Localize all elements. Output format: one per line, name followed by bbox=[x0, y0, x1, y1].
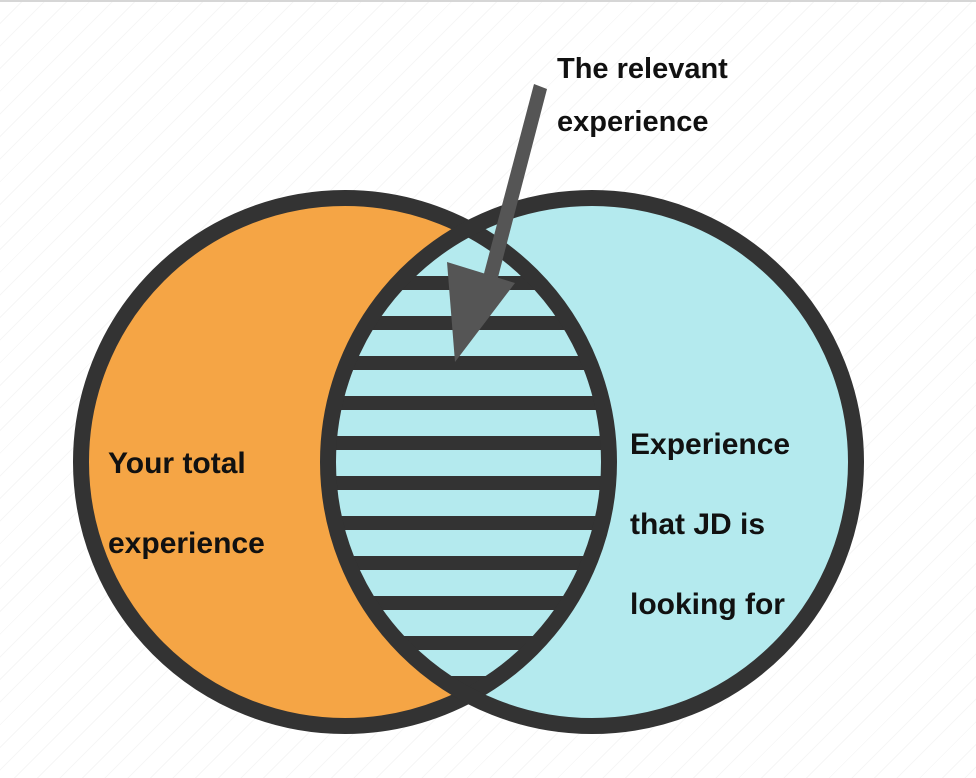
intersection-stripe bbox=[328, 556, 609, 570]
right-label-line2: that JD is bbox=[630, 508, 766, 541]
left-label-line2: experience bbox=[108, 527, 265, 560]
total-experience-label: Your total experience bbox=[108, 404, 265, 604]
right-circle-outline bbox=[320, 190, 864, 734]
arrow-shaft bbox=[482, 84, 547, 285]
jd-experience-label: Experience that JD is looking for bbox=[630, 385, 790, 665]
pointer-arrow bbox=[447, 84, 547, 362]
relevant-label-line2: experience bbox=[557, 106, 709, 138]
arrow-head bbox=[447, 262, 515, 362]
relevant-experience-label: The relevant experience bbox=[557, 30, 728, 162]
intersection-stripe bbox=[328, 516, 609, 530]
left-circle-outline bbox=[73, 190, 617, 734]
relevant-label-line1: The relevant bbox=[557, 53, 728, 85]
right-label-line3: looking for bbox=[630, 588, 785, 621]
intersection-stripe bbox=[328, 396, 609, 410]
intersection-stripe bbox=[328, 436, 609, 450]
intersection-stripe bbox=[328, 356, 609, 370]
right-label-line1: Experience bbox=[630, 428, 791, 461]
top-border bbox=[0, 0, 976, 2]
intersection-stripe bbox=[328, 476, 609, 490]
intersection-stripe bbox=[328, 596, 609, 610]
left-label-line1: Your total bbox=[108, 447, 246, 480]
